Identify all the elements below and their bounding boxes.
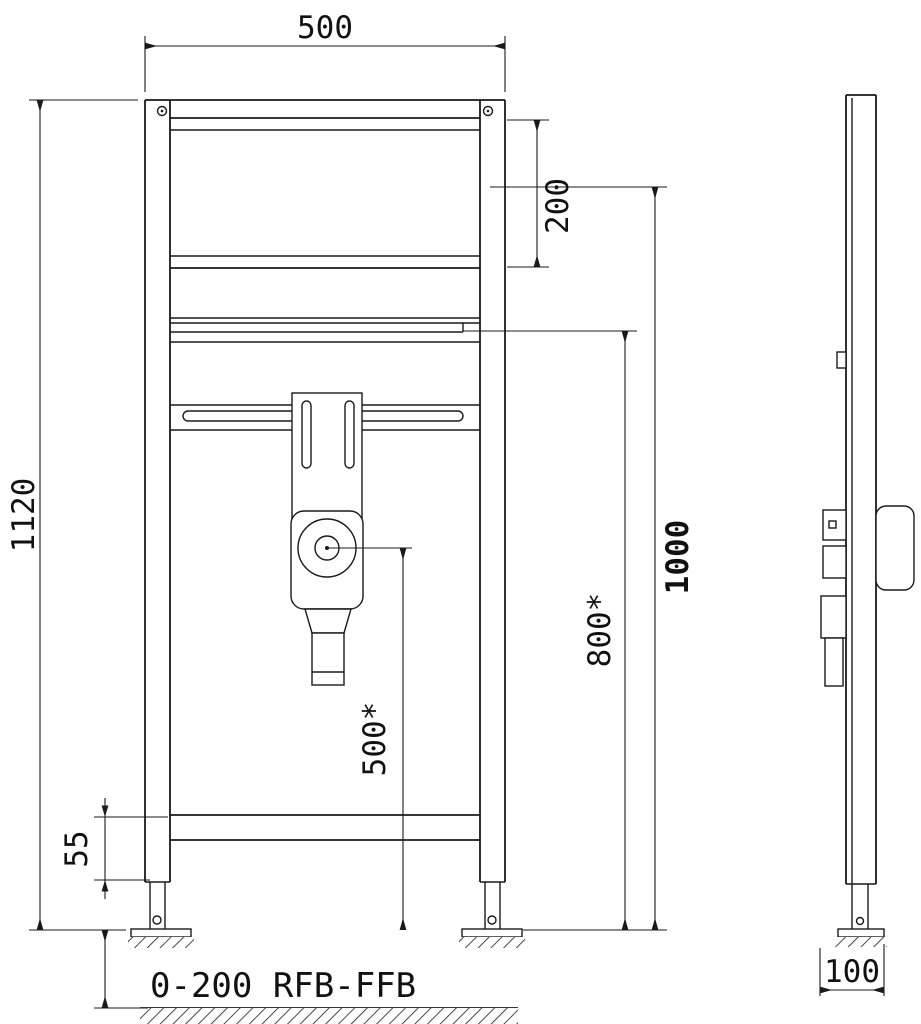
bracket-slot xyxy=(301,400,312,469)
dim-width-500: 500 xyxy=(144,10,506,92)
dim-height-1000: 1000 xyxy=(490,186,696,931)
side-profile xyxy=(845,94,877,885)
dim-base-55: 55 xyxy=(59,798,168,899)
feet xyxy=(128,882,525,948)
dim-height-800: 800* xyxy=(463,330,637,930)
dimension-annotations: 500 1120 200 1000 800* xyxy=(6,10,885,1009)
ground-hatch xyxy=(835,937,887,947)
drain-pipe xyxy=(311,632,345,686)
foot-bolt-icon xyxy=(487,915,497,925)
dim-height-1120: 1120 xyxy=(6,99,138,931)
bracket-slot xyxy=(344,400,355,469)
dim-label-1000: 1000 xyxy=(660,520,696,595)
dim-label-200: 200 xyxy=(540,178,576,234)
trap-bracket xyxy=(291,392,363,522)
dim-label-500: 500 xyxy=(297,10,353,46)
foot-plate xyxy=(837,928,885,938)
ground-hatch xyxy=(459,937,525,948)
floor-strip xyxy=(140,1007,518,1024)
ground-hatch xyxy=(128,937,194,948)
side-view xyxy=(820,94,915,947)
screw-icon xyxy=(156,105,168,117)
dim-label-floor-range: 0-200 RFB-FFB xyxy=(150,966,416,1006)
side-trap xyxy=(820,595,847,687)
side-notch xyxy=(836,351,847,369)
dim-height-500-drain: 500* xyxy=(327,547,412,930)
dim-offset-200: 200 xyxy=(507,119,576,268)
template-panel xyxy=(170,117,480,269)
dim-label-55: 55 xyxy=(59,830,95,867)
dim-floor-range: 0-200 RFB-FFB xyxy=(94,930,416,1009)
bottom-crossbar xyxy=(170,814,480,841)
side-foot xyxy=(835,884,887,947)
dim-label-1120: 1120 xyxy=(6,478,42,553)
fixing-screws xyxy=(156,105,494,117)
screw-icon xyxy=(482,105,494,117)
dim-label-800: 800* xyxy=(582,593,618,668)
foot-plate xyxy=(461,928,523,938)
drain-trap xyxy=(290,510,364,686)
side-connection-box xyxy=(822,505,915,591)
front-view xyxy=(128,99,525,1024)
foot-bolt-icon xyxy=(855,916,865,926)
mounting-rail-upper xyxy=(170,317,480,343)
dim-depth-100: 100 xyxy=(819,944,885,996)
frame-structure xyxy=(144,99,506,883)
foot-bolt-icon xyxy=(152,915,162,925)
foot-plate xyxy=(130,928,192,938)
dim-label-100: 100 xyxy=(824,954,880,990)
dim-label-500-drain: 500* xyxy=(357,702,393,777)
